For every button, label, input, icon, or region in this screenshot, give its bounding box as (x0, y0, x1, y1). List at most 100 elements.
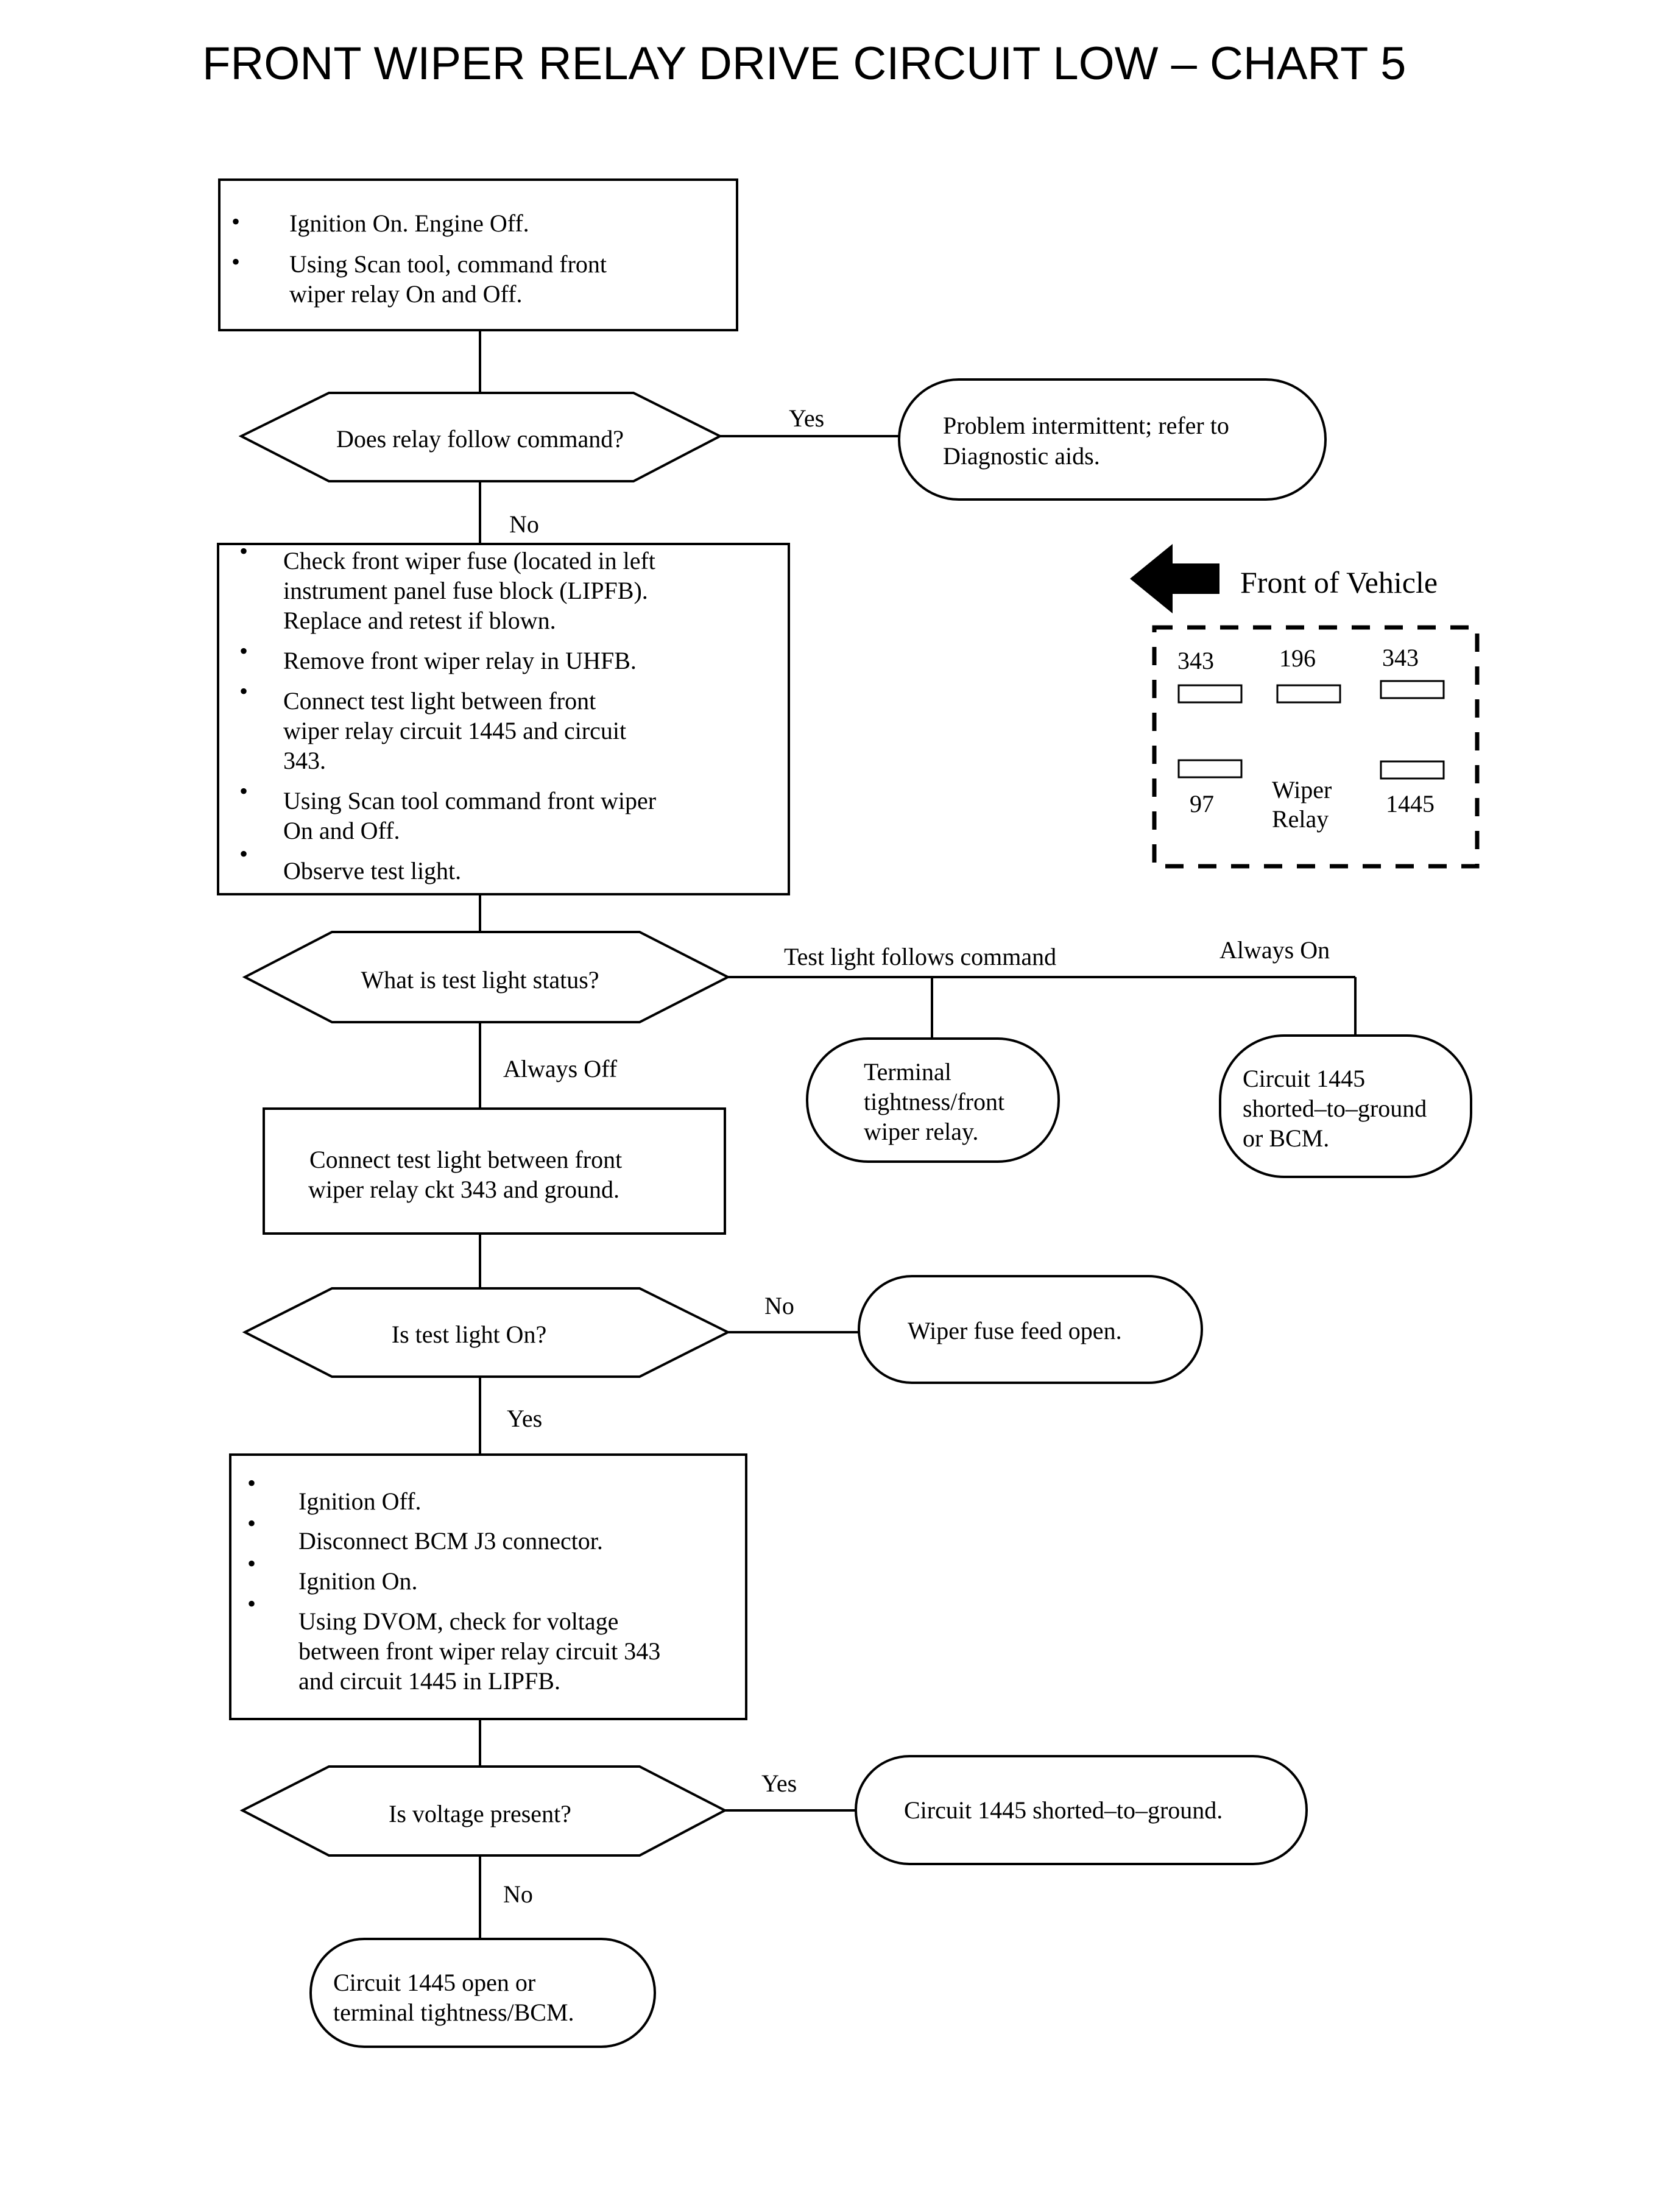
text-line: and circuit 1445 in LIPFB. (298, 1667, 560, 1695)
text-line: Diagnostic aids. (943, 442, 1100, 470)
branch-label-d2-off: Always Off (503, 1055, 618, 1082)
shape-outline (229, 1453, 747, 1720)
text-line: Using DVOM, check for voltage (298, 1608, 618, 1635)
relay-terminal (1177, 684, 1243, 704)
text-line: 343. (283, 747, 326, 774)
result-2-terminal: Terminal tightness/front wiper relay. (806, 1037, 1060, 1163)
relay-terminal (1276, 684, 1341, 704)
decision-4: Is voltage present? (239, 1765, 728, 1857)
branch-label-d2-on: Always On (1219, 936, 1330, 964)
bullet-icon: • (247, 1509, 256, 1537)
result-6-terminal: Circuit 1445 open or terminal tightness/… (309, 1938, 656, 2048)
pin-label: 196 (1279, 644, 1316, 672)
shape-outline (217, 543, 790, 895)
text-line: wiper relay. (864, 1118, 978, 1145)
decision-3: Is test light On? (242, 1287, 731, 1378)
bullet-icon: • (239, 537, 248, 565)
shape-outline (263, 1107, 726, 1235)
bullet-icon: • (239, 677, 248, 705)
text-line: Terminal (864, 1058, 951, 1086)
decision-1-text: Does relay follow command? (336, 425, 624, 453)
relay-terminal (1380, 680, 1445, 699)
shape-outline (239, 1765, 728, 1857)
arrow-left-icon (1130, 544, 1219, 613)
shape-outline (309, 1938, 656, 2048)
decision-4-text: Is voltage present? (389, 1800, 571, 1827)
shape-outline (242, 1287, 731, 1378)
bullet-icon: • (247, 1469, 256, 1497)
relay-label: Wiper (1272, 776, 1332, 803)
step-4-box: • Ignition Off. • Disconnect BCM J3 conn… (229, 1453, 747, 1720)
text-line: wiper relay ckt 343 and ground. (308, 1176, 619, 1203)
text-line: Disconnect BCM J3 connector. (298, 1527, 603, 1555)
branch-label-d1-yes: Yes (789, 404, 824, 432)
text-line: Ignition On. (298, 1567, 418, 1595)
decision-2-text: What is test light status? (361, 966, 599, 994)
branch-label-d3-yes: Yes (507, 1405, 542, 1432)
text-line: Check front wiper fuse (located in left (283, 547, 655, 574)
bullet-icon: • (239, 840, 248, 867)
bullet-icon: • (247, 1590, 256, 1617)
decision-1: Does relay follow command? (238, 392, 723, 482)
text-line: instrument panel fuse block (LIPFB). (283, 577, 648, 604)
shape-outline (1219, 1034, 1472, 1178)
pin-label: 343 (1382, 644, 1419, 671)
text-line: Using Scan tool command front wiper (283, 787, 656, 814)
text-line: Problem intermittent; refer to (943, 412, 1229, 439)
bullet-icon: • (231, 248, 240, 275)
text-line: Connect test light between front (283, 687, 596, 715)
connector-lines (479, 330, 1357, 1939)
text-line: Ignition Off. (298, 1488, 421, 1515)
text-line: On and Off. (283, 817, 400, 844)
step-2-box: • Check front wiper fuse (located in lef… (217, 537, 790, 895)
shape-outline (855, 1755, 1308, 1865)
text-line: Observe test light. (283, 857, 461, 884)
front-of-vehicle-label: Front of Vehicle (1240, 565, 1438, 599)
text-line: Circuit 1445 open or (333, 1969, 535, 1996)
step-1-line: wiper relay On and Off. (289, 280, 522, 308)
result-4-terminal: Wiper fuse feed open. (858, 1275, 1203, 1384)
branch-label-d4-no: No (503, 1880, 533, 1908)
relay-label: Relay (1272, 805, 1329, 833)
shape-outline (218, 178, 738, 331)
text-line: Replace and retest if blown. (283, 607, 556, 634)
text-line: Remove front wiper relay in UHFB. (283, 647, 637, 674)
relay-terminal (1177, 759, 1243, 778)
text-line: terminal tightness/BCM. (333, 1999, 574, 2026)
branch-label-d4-yes: Yes (761, 1770, 797, 1797)
text-line: Connect test light between front (309, 1146, 622, 1173)
relay-location-diagram: Front of Vehicle 343 196 343 97 Wiper Re… (1130, 544, 1480, 869)
result-3-terminal: Circuit 1445 shorted–to–ground or BCM. (1219, 1034, 1472, 1178)
decision-2: What is test light status? (242, 931, 731, 1023)
shape-outline (858, 1275, 1203, 1384)
result-1-terminal: Problem intermittent; refer to Diagnosti… (898, 378, 1327, 501)
shape-outline (238, 392, 723, 482)
step-1-line: Using Scan tool, command front (289, 250, 607, 278)
shape-outline (898, 378, 1327, 501)
step-1-line: Ignition On. Engine Off. (289, 210, 529, 237)
shape-outline (242, 931, 731, 1023)
result-5-terminal: Circuit 1445 shorted–to–ground. (855, 1755, 1308, 1865)
text-line: tightness/front (864, 1088, 1004, 1115)
shape-outline (1152, 625, 1480, 869)
pin-label: 343 (1177, 647, 1214, 674)
text-line: or BCM. (1243, 1124, 1329, 1152)
pin-label: 1445 (1386, 790, 1435, 817)
relay-terminal (1380, 760, 1445, 780)
step-3-box: Connect test light between front wiper r… (263, 1107, 726, 1235)
bullet-icon: • (239, 637, 248, 665)
bullet-icon: • (247, 1550, 256, 1577)
page-title: FRONT WIPER RELAY DRIVE CIRCUIT LOW – CH… (202, 38, 1406, 90)
text-line: between front wiper relay circuit 343 (298, 1637, 660, 1665)
branch-label-d2-follows: Test light follows command (784, 943, 1056, 970)
text-line: Circuit 1445 shorted–to–ground. (904, 1796, 1223, 1824)
branch-label-d3-no: No (764, 1292, 794, 1319)
decision-3-text: Is test light On? (392, 1321, 546, 1348)
bullet-icon: • (239, 777, 248, 805)
text-line: wiper relay circuit 1445 and circuit (283, 717, 626, 744)
branch-label-d1-no: No (509, 510, 539, 538)
text-line: Circuit 1445 (1243, 1065, 1365, 1092)
pin-label: 97 (1190, 790, 1214, 817)
text-line: shorted–to–ground (1243, 1095, 1427, 1122)
